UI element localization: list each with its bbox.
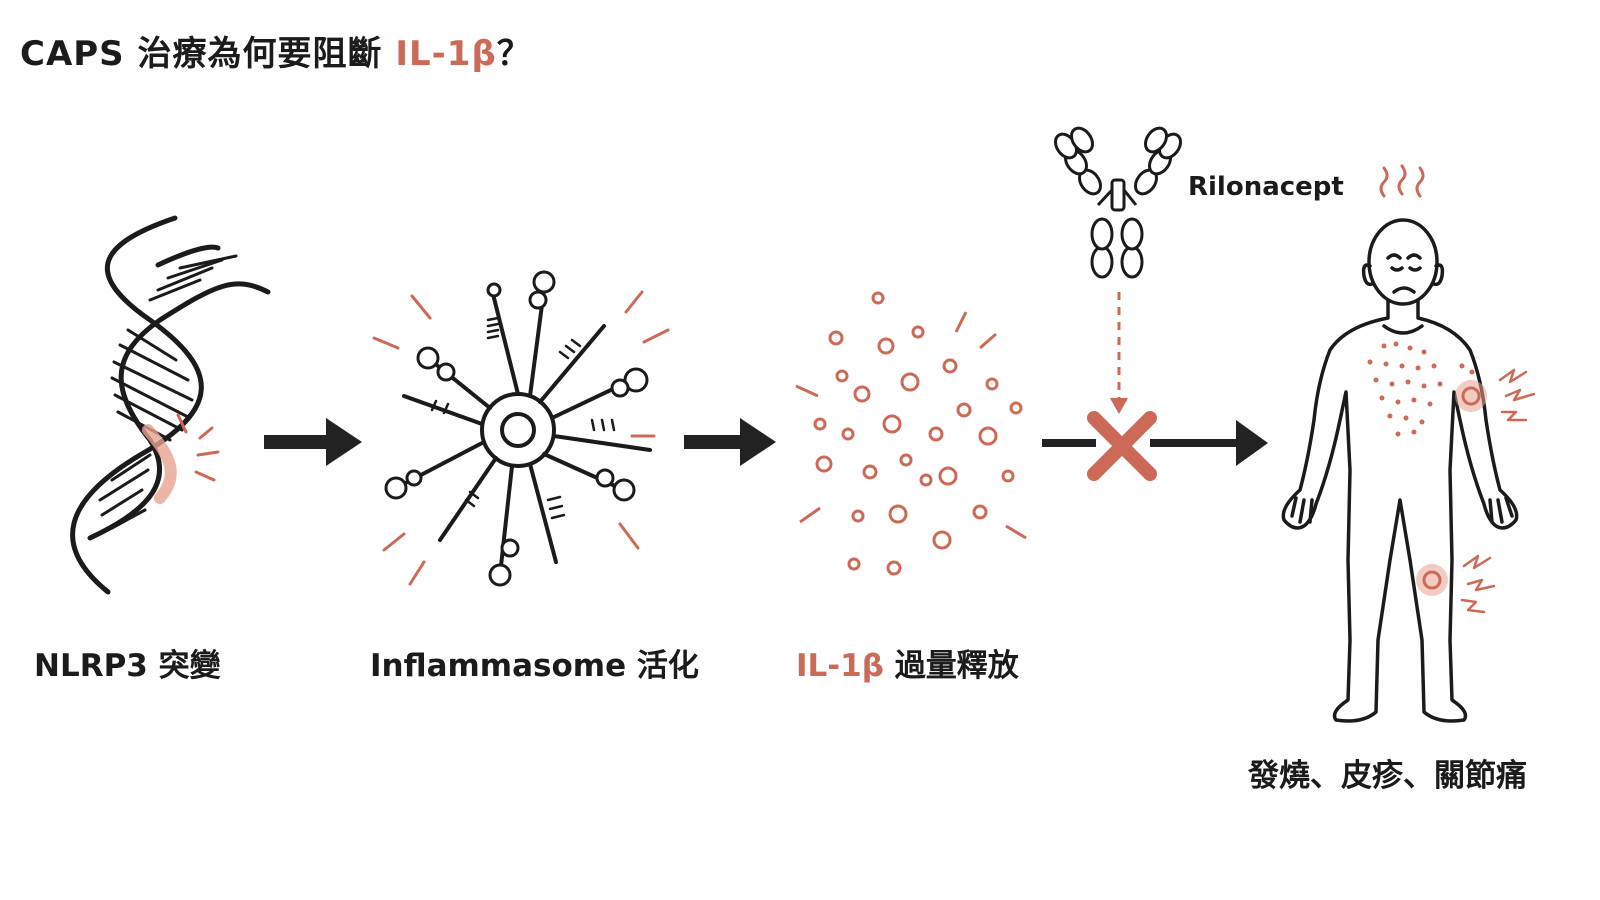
human-body-icon [1281, 164, 1536, 723]
title-prefix: CAPS 治療為何要阻斷 [20, 34, 396, 74]
inflammasome-complex-icon [372, 270, 670, 587]
drug-label-rilonacept: Rilonacept [1188, 172, 1344, 202]
title-accent: IL-1β [395, 34, 497, 74]
flow-arrow-1 [264, 418, 362, 466]
cytokine-particles-icon [795, 291, 1027, 576]
step-label-nlrp3: NLRP3 突變 [34, 648, 221, 684]
inhibition-arrow [1110, 292, 1128, 415]
flow-arrow-2 [684, 418, 776, 466]
page-title: CAPS 治療為何要阻斷 IL-1β？ [20, 26, 532, 75]
block-x-icon [1087, 411, 1157, 481]
step-label-inflammasome: Inflammasome 活化 [370, 648, 699, 684]
step-label-symptoms: 發燒、皮疹、關節痛 [1248, 758, 1527, 794]
title-suffix: ？ [496, 34, 532, 74]
antibody-icon [1054, 126, 1182, 279]
step-label-il1b-rest: 過量釋放 [883, 648, 1019, 684]
blocked-flow [1042, 411, 1268, 481]
step-label-il1b-accent: IL-1β [796, 648, 884, 684]
step-label-il1b: IL-1β 過量釋放 [796, 640, 1019, 685]
dna-helix-icon [70, 215, 271, 595]
